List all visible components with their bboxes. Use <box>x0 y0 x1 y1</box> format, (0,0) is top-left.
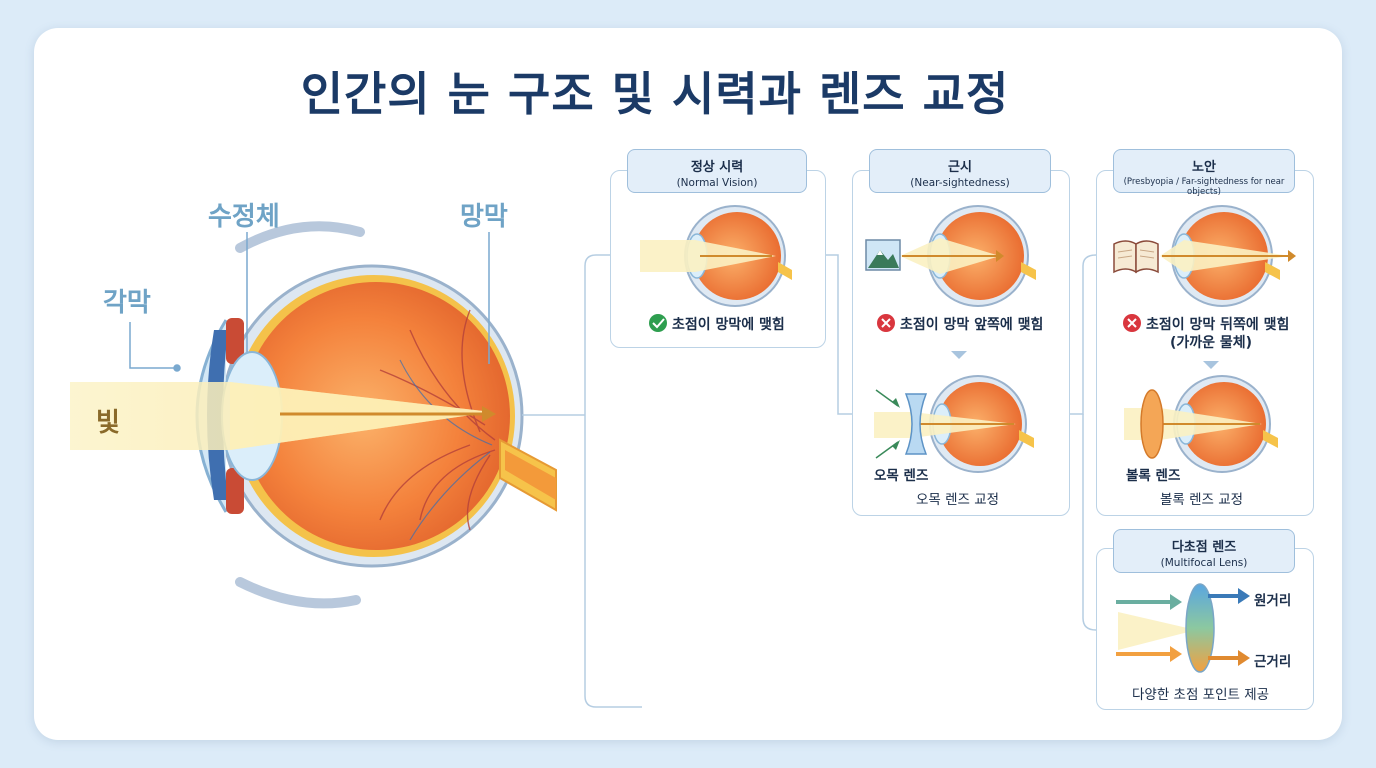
panel-subtitle: (Near-sightedness) <box>910 177 1010 189</box>
panel-title: 노안 <box>1192 160 1216 175</box>
panel-title: 근시 <box>948 160 972 175</box>
multifocal-lens-illustration <box>1116 583 1250 673</box>
status-presbyopia-note: (가까운 물체) <box>1170 335 1253 351</box>
label-lens: 수정체 <box>208 202 280 232</box>
panel-title: 다초점 렌즈 <box>1171 540 1237 555</box>
presbyopia-eye <box>1160 205 1296 307</box>
near-distance-label: 근거리 <box>1254 654 1292 670</box>
multifocal-caption: 다양한 초점 포인트 제공 <box>1132 687 1270 703</box>
arrow-down-icon <box>951 351 967 359</box>
connector-lines <box>522 254 1097 708</box>
far-distance-label: 원거리 <box>1254 593 1292 609</box>
eye-cross-section <box>70 221 557 609</box>
tab-multifocal: 다초점 렌즈 (Multifocal Lens) <box>1113 529 1295 573</box>
open-book-icon <box>1113 240 1159 274</box>
myopia-eye <box>900 205 1036 307</box>
panel-title: 정상 시력 <box>690 160 744 175</box>
arrow-down-icon <box>1203 361 1219 369</box>
tab-presbyopia: 노안 (Presbyopia / Far-sightedness for nea… <box>1113 149 1295 197</box>
panel-subtitle: (Presbyopia / Far-sightedness for near o… <box>1123 177 1285 197</box>
check-icon <box>649 314 667 332</box>
myopia-correction-caption: 오목 렌즈 교정 <box>916 492 1000 508</box>
concave-lens-label: 오목 렌즈 <box>874 468 929 484</box>
label-retina: 망막 <box>460 202 508 232</box>
cross-icon <box>1123 314 1141 332</box>
normal-vision-eye <box>640 205 792 307</box>
tab-normal-vision: 정상 시력 (Normal Vision) <box>627 149 807 193</box>
concave-lens-icon <box>875 389 928 459</box>
cross-icon <box>877 314 895 332</box>
status-normal: 초점이 망막에 맺힘 <box>672 317 785 333</box>
panel-subtitle: (Normal Vision) <box>676 177 758 189</box>
convex-lens-label: 볼록 렌즈 <box>1126 468 1181 484</box>
label-cornea: 각막 <box>103 288 151 318</box>
tab-myopia: 근시 (Near-sightedness) <box>869 149 1051 193</box>
mountain-picture-icon <box>865 239 901 271</box>
panel-subtitle: (Multifocal Lens) <box>1160 557 1248 569</box>
presbyopia-correction-caption: 볼록 렌즈 교정 <box>1160 492 1244 508</box>
label-light: 빛 <box>96 408 120 438</box>
label-leaders <box>129 232 490 372</box>
convex-lens-icon <box>1140 389 1164 459</box>
page-title: 인간의 눈 구조 및 시력과 렌즈 교정 <box>300 67 1010 121</box>
myopia-corrected-eye <box>874 375 1034 473</box>
status-myopia: 초점이 망막 앞쪽에 맺힘 <box>900 317 1044 333</box>
status-presbyopia: 초점이 망막 뒤쪽에 맺힘 <box>1146 317 1290 333</box>
